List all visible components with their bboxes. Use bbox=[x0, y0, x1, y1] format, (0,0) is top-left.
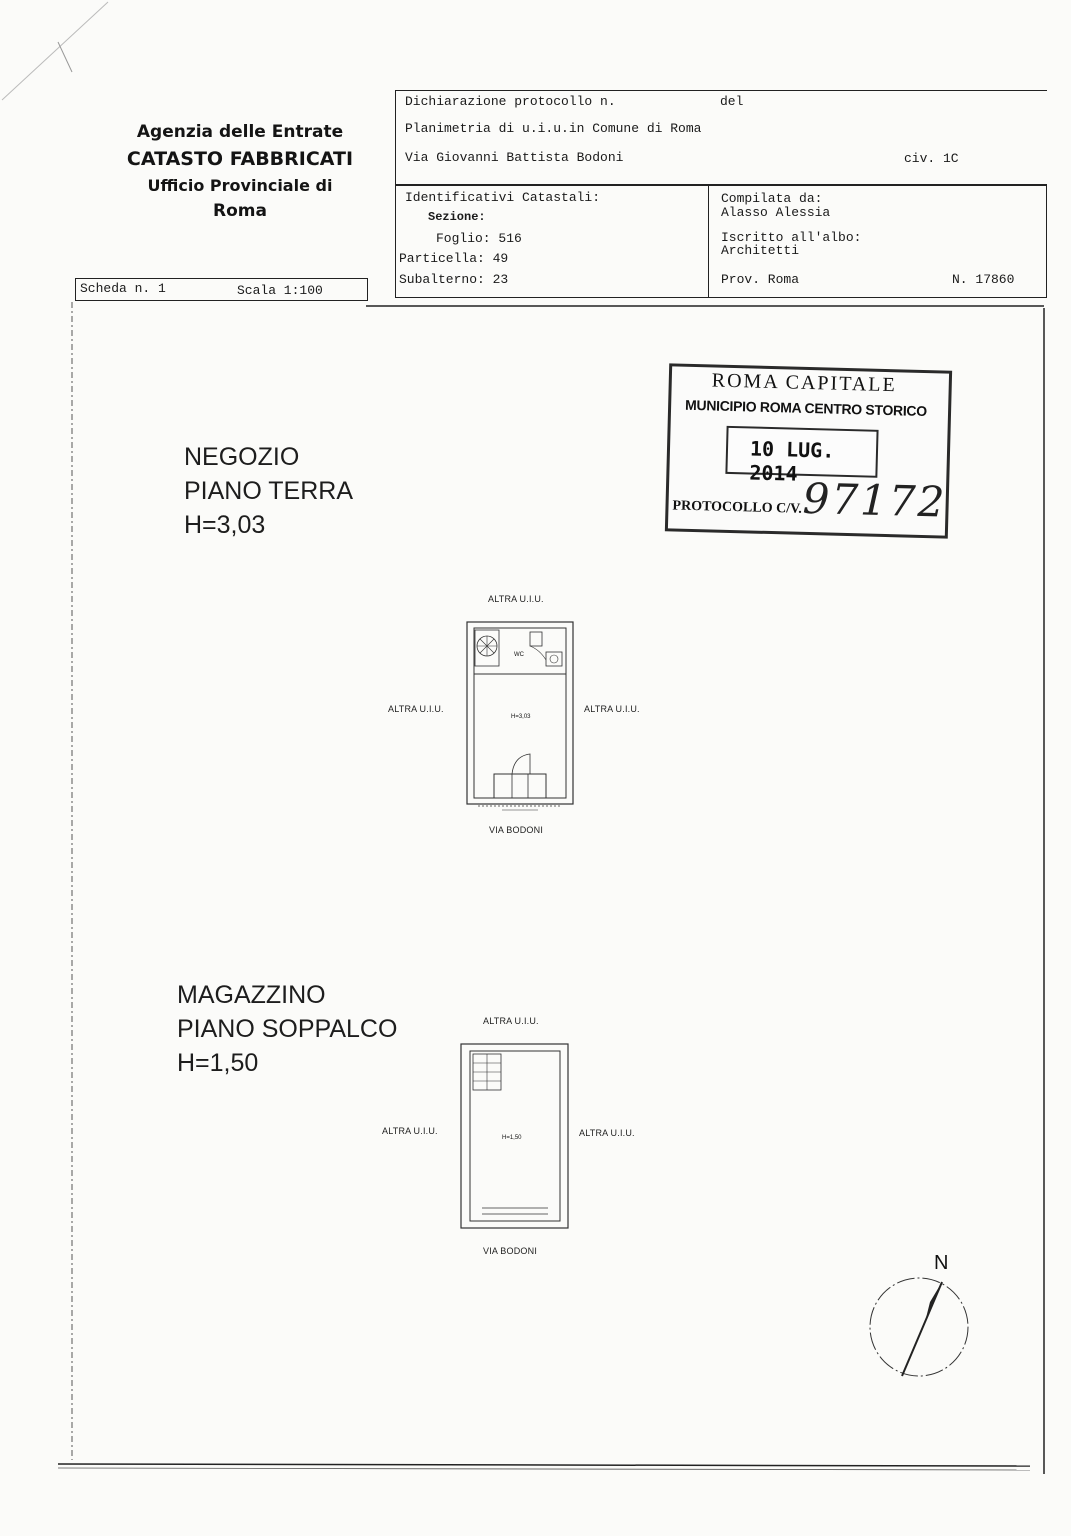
civico-label: civ. 1C bbox=[904, 151, 959, 166]
sezione-label: Sezione: bbox=[428, 210, 486, 224]
floor2-use: MAGAZZINO bbox=[177, 981, 326, 1009]
floor2-left-label: ALTRA U.I.U. bbox=[382, 1126, 438, 1136]
floor1-top-label: ALTRA U.I.U. bbox=[488, 594, 544, 604]
floor2-bottom-label: VIA BODONI bbox=[483, 1246, 538, 1256]
floor1-left-label: ALTRA U.I.U. bbox=[388, 704, 444, 714]
scheda-label: Scheda n. 1 bbox=[80, 281, 166, 296]
planimetria-label: Planimetria di u.i.u.in Comune di Roma bbox=[405, 121, 702, 136]
albo-number: N. 17860 bbox=[952, 272, 1015, 287]
floor1-right-label: ALTRA U.I.U. bbox=[584, 704, 640, 714]
floor1-room-height: H=3,03 bbox=[511, 714, 531, 720]
identificativi-box bbox=[395, 184, 709, 298]
subalterno-label: Subalterno: 23 bbox=[399, 272, 509, 287]
floor1-level: PIANO TERRA bbox=[184, 477, 354, 505]
dichiarazione-label: Dichiarazione protocollo n. bbox=[405, 94, 616, 109]
provincia-label: Prov. Roma bbox=[721, 272, 800, 287]
header-box-top bbox=[395, 90, 1047, 186]
address-label: Via Giovanni Battista Bodoni bbox=[405, 150, 624, 165]
floor1-wc-label: WC bbox=[514, 652, 524, 658]
floor2-top-label: ALTRA U.I.U. bbox=[483, 1016, 539, 1026]
floor2-level: PIANO SOPPALCO bbox=[177, 1015, 398, 1043]
compilata-name: Alasso Alessia bbox=[721, 205, 831, 220]
foglio-label: Foglio: 516 bbox=[436, 231, 522, 246]
iscritto-label: Iscritto all'albo: bbox=[721, 230, 862, 245]
compilata-box bbox=[709, 184, 1047, 298]
compilata-title: Compilata da: bbox=[721, 191, 823, 206]
albo-label: Architetti bbox=[721, 243, 800, 258]
compass-north-label: N bbox=[934, 1252, 949, 1274]
agency-name: Agenzia delle Entrate bbox=[136, 122, 344, 142]
floor2-right-label: ALTRA U.I.U. bbox=[579, 1128, 635, 1138]
floor2-height: H=1,50 bbox=[177, 1049, 259, 1077]
floor1-height: H=3,03 bbox=[184, 511, 266, 539]
scala-label: Scala 1:100 bbox=[237, 283, 323, 298]
ufficio-city: Roma bbox=[213, 201, 267, 221]
floor1-use: NEGOZIO bbox=[184, 443, 300, 471]
floor1-title: NEGOZIO PIANO TERRA H=3,03 bbox=[184, 440, 353, 542]
floor2-room-height: H=1,50 bbox=[502, 1135, 522, 1141]
del-label: del bbox=[720, 94, 744, 109]
identificativi-title: Identificativi Catastali: bbox=[405, 190, 601, 205]
agency-block: Agenzia delle Entrate CATASTO FABBRICATI… bbox=[100, 120, 380, 224]
floor2-title: MAGAZZINO PIANO SOPPALCO H=1,50 bbox=[177, 978, 397, 1080]
scheda-box bbox=[75, 278, 368, 301]
particella-label: Particella: 49 bbox=[399, 251, 509, 266]
catasto-fabbricati-title: CATASTO FABBRICATI bbox=[126, 148, 354, 170]
ufficio-provinciale: Ufficio Provinciale di bbox=[147, 176, 333, 195]
floor1-bottom-label: VIA BODONI bbox=[489, 825, 544, 835]
